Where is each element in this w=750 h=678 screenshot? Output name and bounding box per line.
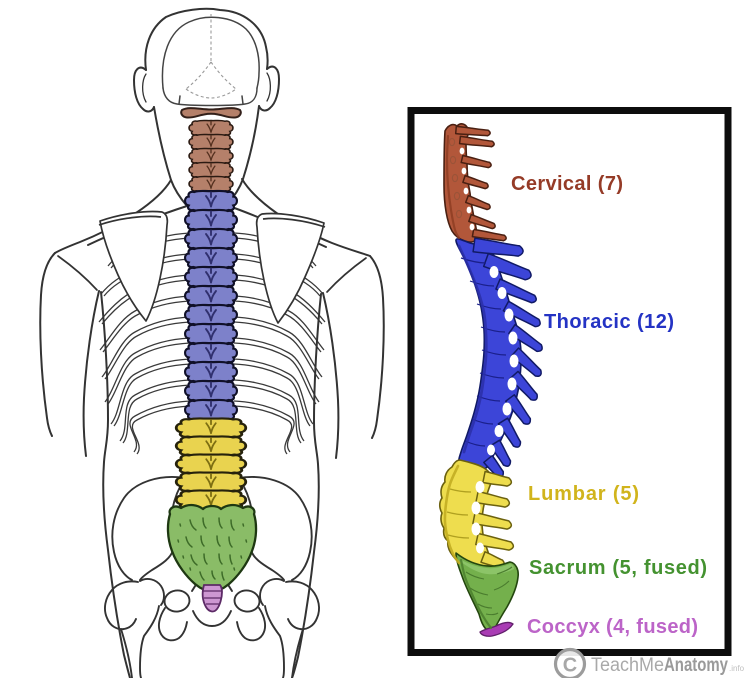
svg-text:TeachMe: TeachMe <box>591 655 664 676</box>
svg-text:.info: .info <box>729 664 745 673</box>
svg-text:Anatomy: Anatomy <box>664 655 728 676</box>
svg-text:Cervical (7): Cervical (7) <box>511 173 623 195</box>
svg-text:Coccyx (4, fused): Coccyx (4, fused) <box>527 616 698 638</box>
svg-text:Sacrum (5, fused): Sacrum (5, fused) <box>529 557 707 579</box>
svg-text:C: C <box>563 655 577 677</box>
svg-text:Thoracic (12): Thoracic (12) <box>544 311 674 333</box>
svg-text:Lumbar (5): Lumbar (5) <box>528 483 639 505</box>
